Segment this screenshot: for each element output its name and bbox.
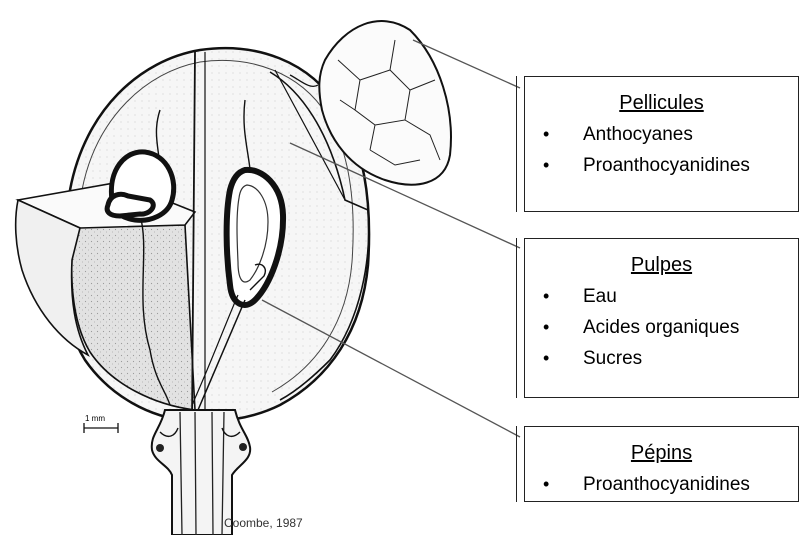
label-title-pellicules: Pellicules xyxy=(525,91,798,115)
list-item: Proanthocyanidines xyxy=(525,150,798,181)
box-rail-pepins xyxy=(516,426,517,502)
list-item: Proanthocyanidines xyxy=(525,469,798,500)
list-item: Sucres xyxy=(525,343,798,374)
label-box-pulpes: Pulpes Eau Acides organiques Sucres xyxy=(524,238,799,398)
label-title-pepins: Pépins xyxy=(525,441,798,465)
list-item: Acides organiques xyxy=(525,312,798,343)
box-rail-pellicules xyxy=(516,76,517,212)
label-list-pulpes: Eau Acides organiques Sucres xyxy=(525,281,798,374)
list-item: Anthocyanes xyxy=(525,119,798,150)
label-box-pepins: Pépins Proanthocyanidines xyxy=(524,426,799,502)
label-list-pellicules: Anthocyanes Proanthocyanidines xyxy=(525,119,798,181)
label-title-pulpes: Pulpes xyxy=(525,253,798,277)
label-list-pepins: Proanthocyanidines xyxy=(525,469,798,500)
scale-bar xyxy=(84,423,118,433)
figure-credit: Coombe, 1987 xyxy=(224,516,303,530)
box-rail-pulpes xyxy=(516,238,517,398)
label-box-pellicules: Pellicules Anthocyanes Proanthocyanidine… xyxy=(524,76,799,212)
scale-bar-label: 1 mm xyxy=(85,414,105,424)
list-item: Eau xyxy=(525,281,798,312)
